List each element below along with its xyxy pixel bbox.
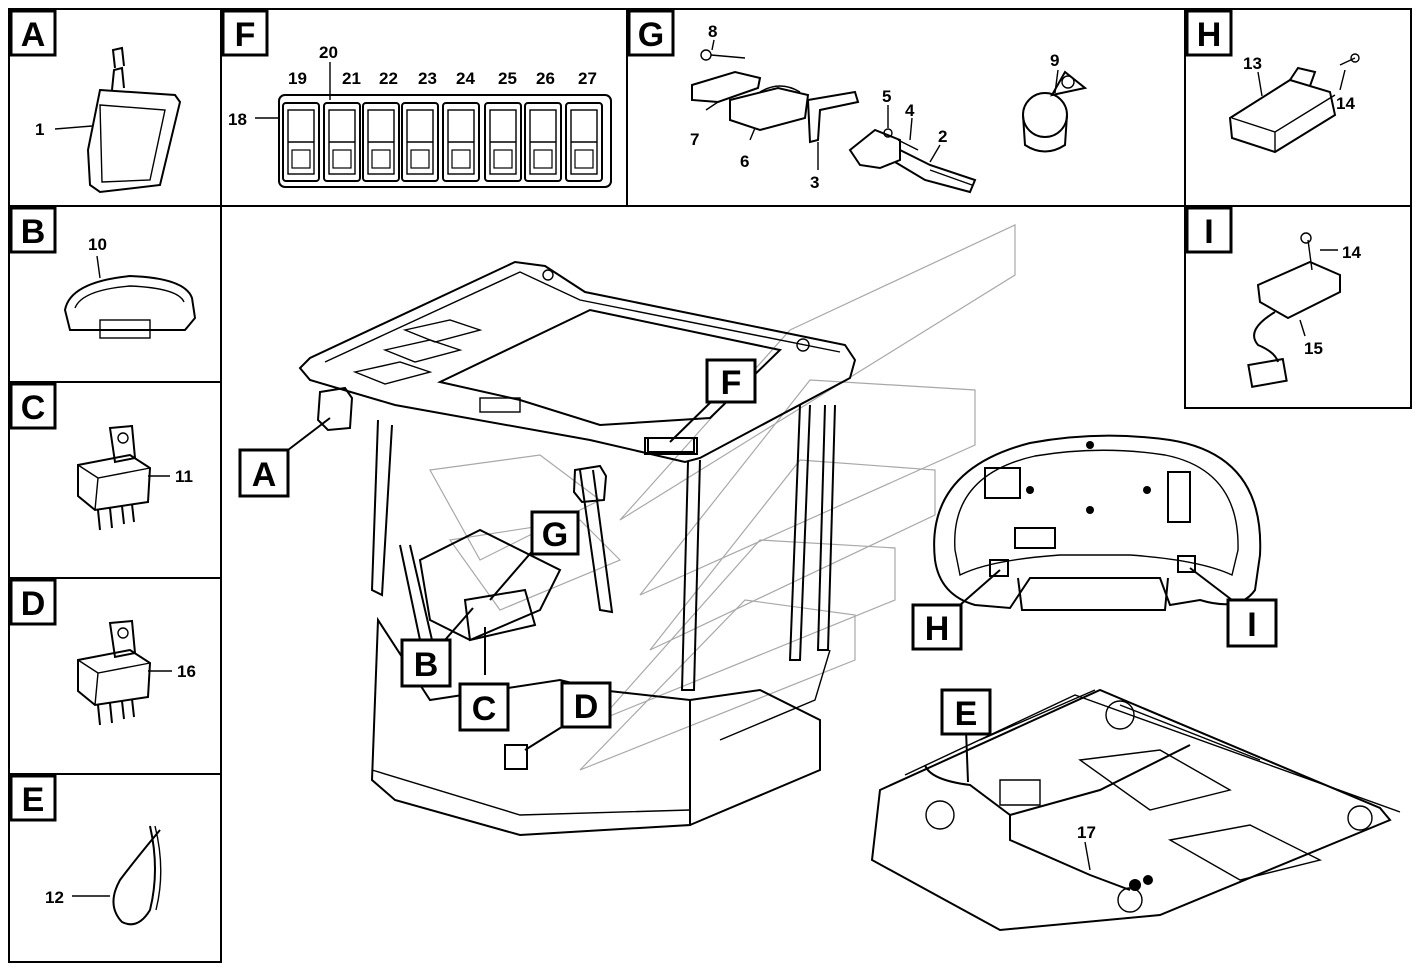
- svg-text:18: 18: [228, 110, 247, 129]
- main-label-h: H: [911, 603, 963, 651]
- cab-illustration: [287, 224, 1016, 837]
- svg-text:17: 17: [1077, 823, 1096, 842]
- main-label-b: B: [400, 638, 452, 688]
- panel-letter-g: G: [627, 9, 675, 57]
- relay-part-11: 11: [77, 424, 193, 531]
- svg-text:16: 16: [177, 662, 196, 681]
- svg-text:13: 13: [1243, 54, 1262, 73]
- instrument-cluster-part: 10: [63, 235, 197, 339]
- svg-text:A: A: [252, 456, 277, 494]
- svg-text:23: 23: [418, 69, 437, 88]
- svg-text:27: 27: [578, 69, 597, 88]
- rocker-switch: [484, 102, 522, 182]
- svg-text:D: D: [574, 688, 599, 726]
- cable-tie-part: 12: [45, 825, 162, 926]
- svg-text:H: H: [925, 610, 950, 648]
- panel-letter-h: H: [1185, 9, 1233, 57]
- svg-text:6: 6: [740, 152, 749, 171]
- rocker-switch: [323, 102, 361, 182]
- panel-letter-d: D: [9, 578, 57, 626]
- panel-letter-f: F: [221, 9, 269, 57]
- svg-text:B: B: [21, 213, 46, 251]
- main-label-i: I: [1226, 598, 1278, 648]
- svg-text:E: E: [955, 695, 978, 733]
- svg-text:24: 24: [456, 69, 475, 88]
- svg-text:B: B: [414, 646, 439, 684]
- rocker-switch: [565, 102, 603, 182]
- svg-text:8: 8: [708, 22, 717, 41]
- svg-text:5: 5: [882, 87, 891, 106]
- main-label-f: F: [705, 358, 757, 404]
- svg-text:D: D: [21, 585, 46, 623]
- column-switch-assembly-part: 8 7 6 3 5 4 2 9: [690, 22, 1088, 194]
- svg-text:E: E: [22, 781, 45, 819]
- svg-text:14: 14: [1342, 243, 1361, 262]
- rocker-switch: [524, 102, 562, 182]
- svg-text:15: 15: [1304, 339, 1323, 358]
- main-label-a: A: [238, 448, 290, 498]
- rocker-switch: [442, 102, 480, 182]
- svg-text:2: 2: [938, 127, 947, 146]
- svg-text:F: F: [721, 364, 742, 402]
- control-module-part: 13 14: [1228, 53, 1360, 154]
- svg-text:10: 10: [88, 235, 107, 254]
- cluster-rear-view: [933, 434, 1262, 611]
- rocker-switch: [362, 102, 400, 182]
- svg-text:G: G: [638, 16, 664, 54]
- svg-text:26: 26: [536, 69, 555, 88]
- svg-text:I: I: [1247, 606, 1256, 644]
- svg-text:3: 3: [810, 173, 819, 192]
- panel-letter-i: I: [1185, 206, 1233, 254]
- work-lamp-part: 1: [35, 46, 182, 194]
- panel-letter-b: B: [9, 206, 57, 254]
- svg-text:12: 12: [45, 888, 64, 907]
- svg-text:25: 25: [498, 69, 517, 88]
- panel-letter-c: C: [9, 382, 57, 430]
- svg-text:7: 7: [690, 130, 699, 149]
- svg-text:9: 9: [1050, 51, 1059, 70]
- main-label-d: D: [560, 681, 612, 729]
- main-label-g: G: [530, 510, 580, 556]
- watermark-logo: [429, 224, 1016, 771]
- svg-text:C: C: [472, 690, 497, 728]
- svg-text:G: G: [542, 516, 568, 554]
- main-label-e: E: [940, 688, 992, 736]
- svg-text:11: 11: [175, 467, 193, 486]
- panel-letter-e: E: [9, 774, 57, 822]
- rocker-switch: [282, 102, 320, 182]
- svg-text:A: A: [21, 16, 46, 54]
- panel-letter-a: A: [9, 9, 57, 57]
- rocker-switch: [401, 102, 439, 182]
- svg-text:I: I: [1204, 213, 1213, 251]
- floor-plate: 17: [870, 688, 1401, 932]
- relay-part-16: 16: [77, 619, 196, 726]
- switch-panel-part: 18 19 20 21 22 23 24 25 26 27: [228, 43, 612, 188]
- svg-text:1: 1: [35, 120, 44, 139]
- svg-text:21: 21: [342, 69, 361, 88]
- main-label-c: C: [458, 682, 510, 732]
- svg-text:C: C: [21, 389, 46, 427]
- sensor-part: 14 15: [1247, 232, 1361, 388]
- svg-text:4: 4: [905, 101, 915, 120]
- svg-text:F: F: [235, 16, 256, 54]
- svg-text:14: 14: [1336, 94, 1355, 113]
- svg-text:22: 22: [379, 69, 398, 88]
- panel-frames: [8, 8, 1412, 963]
- svg-text:19: 19: [288, 69, 307, 88]
- svg-text:H: H: [1197, 16, 1222, 54]
- svg-text:20: 20: [319, 43, 338, 62]
